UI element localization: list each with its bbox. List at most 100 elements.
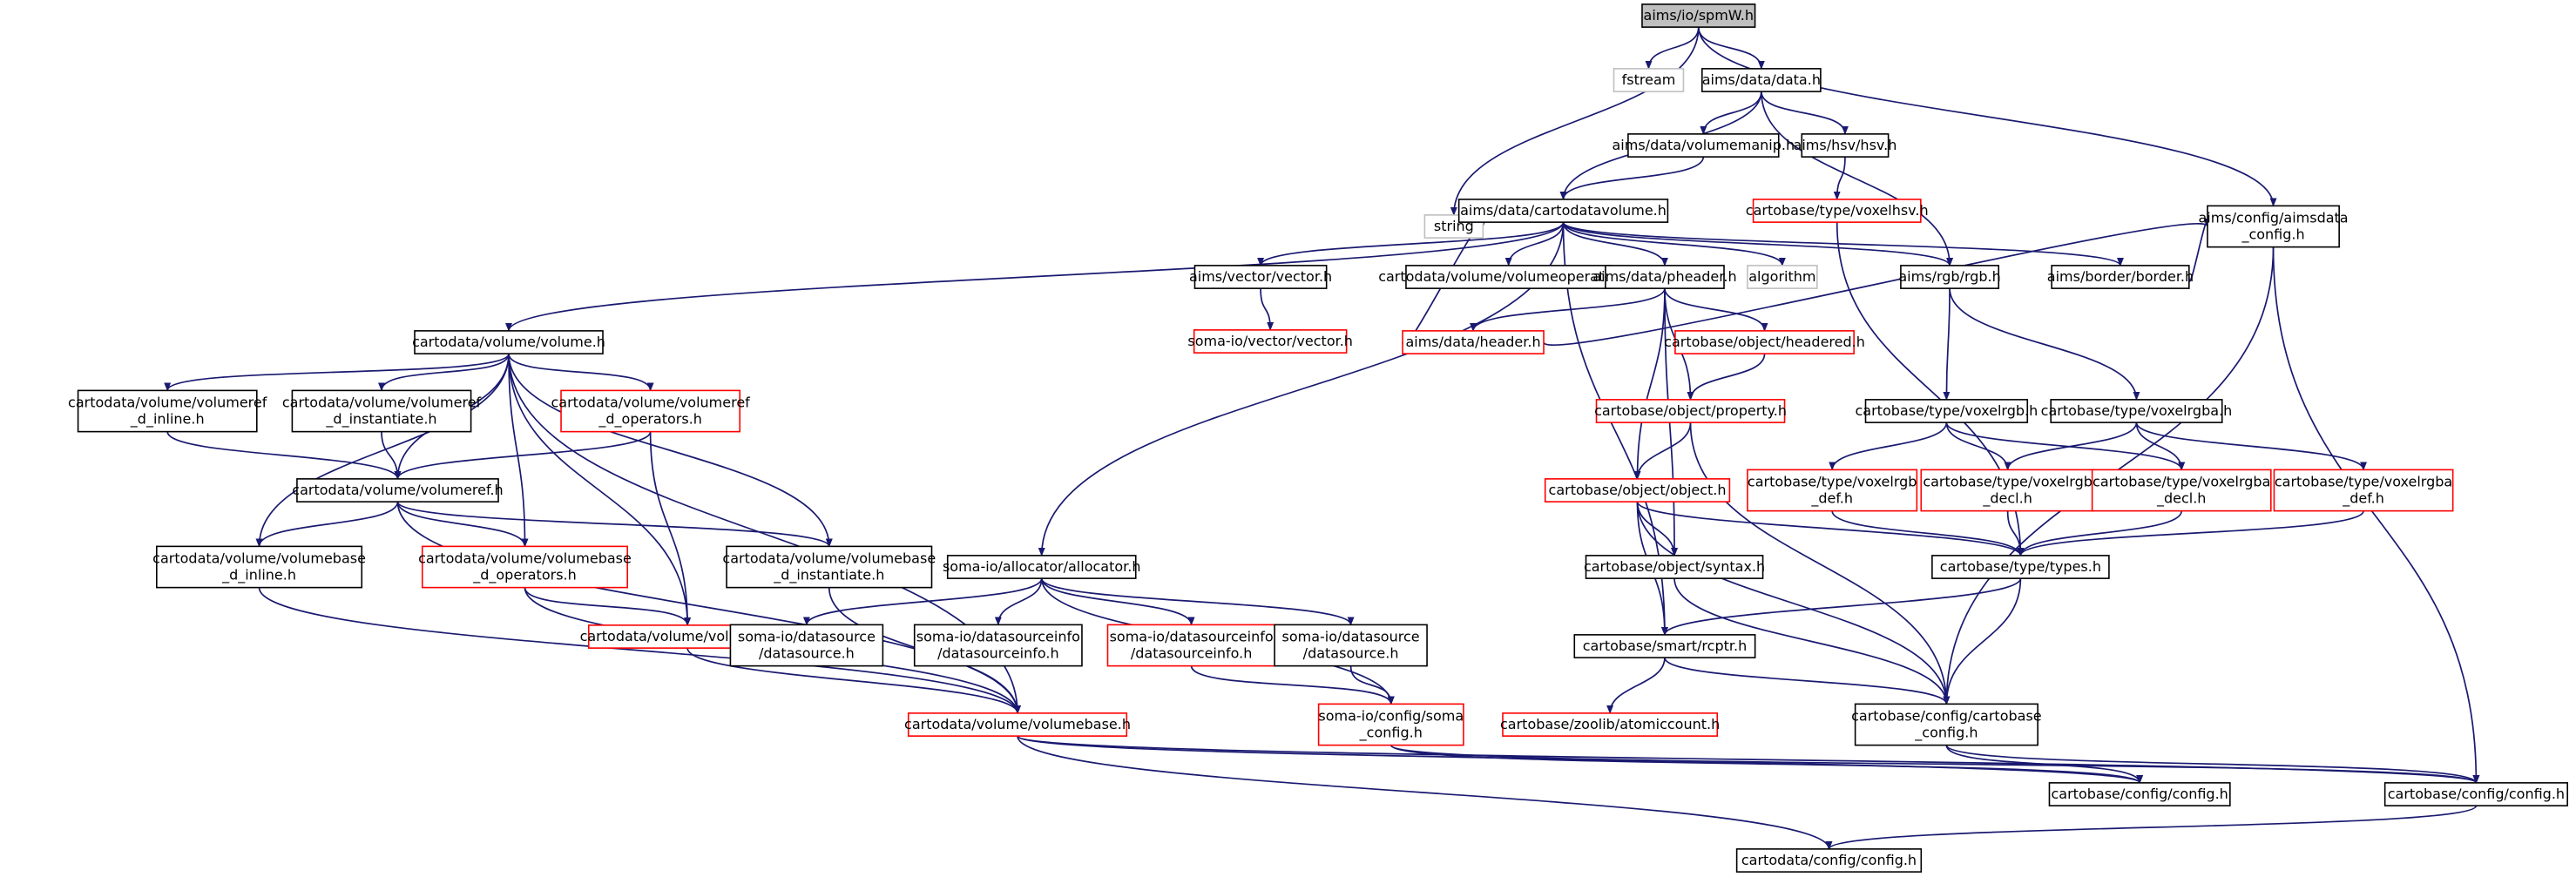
edge-volume-to-vb_operators [508,354,529,548]
edge-line [686,647,1021,714]
edge-volume-to-vr_operators [508,353,654,392]
edge-volume-to-vb_instantiate [508,354,833,548]
node-label: soma-io/datasourceinfo [1110,629,1274,645]
edge-line [1257,221,1565,266]
node-label: cartobase/object/object.h [1549,482,1727,498]
node-box [1920,469,2095,512]
edge-property-to-object [1633,422,1692,480]
node-vector[interactable]: aims/vector/vector.h [1189,265,1332,289]
node-volume[interactable]: cartodata/volume/volume.h [412,330,605,354]
node-property[interactable]: cartobase/object/property.h [1594,399,1787,423]
node-label: _d_operators.h [472,567,577,584]
edge-line [2135,422,2186,471]
node-box [1613,68,1685,92]
node-volumeref[interactable]: cartodata/volume/volumeref.h [292,478,504,503]
node-voxelrgb[interactable]: cartobase/type/voxelrgb.h [1855,399,2038,423]
node-volumemanip[interactable]: aims/data/volumemanip.h [1613,133,1795,158]
edge-line [1349,665,1395,705]
edge-vb_operators-to-volumeutil [524,587,692,626]
node-data[interactable]: aims/data/data.h [1701,68,1822,92]
node-label: cartobase/type/types.h [1940,558,2101,575]
edge-cartodatavolume-to-border [1562,221,2124,266]
edge-line [255,501,399,548]
node-dsi_info_r[interactable]: soma-io/datasourceinfo/datasourceinfo.h [1106,624,1276,667]
node-box [1402,330,1545,354]
node-vb_operators[interactable]: cartodata/volume/volumebase_d_operators.… [418,545,632,589]
edge-hsv-to-voxelhsv [1833,157,1846,200]
edge-volumemanip-to-cartodatavolume [1559,156,1705,200]
edge-vb_inline-to-volumebase [258,587,1021,714]
node-rcptr[interactable]: cartobase/smart/rcptr.h [1573,634,1756,658]
node-box [1931,555,2110,579]
node-cbconfig[interactable]: cartobase/config/cartobase_config.h [1851,703,2042,746]
node-aimsdataconfig[interactable]: aims/config/aimsdata_config.h [2198,205,2349,248]
node-label: cartodata/volume/volumeref [68,395,267,411]
node-vb_instantiate[interactable]: cartodata/volume/volumebase_d_instantiat… [722,545,936,589]
node-label: cartodata/config/config.h [1741,852,1917,868]
node-label: cartobase/type/voxelrgba [2093,474,2270,490]
node-cartodatavolume[interactable]: aims/data/cartodatavolume.h [1457,199,1669,223]
node-box [726,545,933,589]
node-box [1502,712,1719,737]
node-algorithm[interactable]: algorithm [1747,265,1818,289]
edge-line [1562,221,1668,266]
node-atomiccount[interactable]: cartobase/zoolib/atomiccount.h [1500,712,1720,737]
node-border[interactable]: aims/border/border.h [2047,265,2194,289]
node-ds_datasource2[interactable]: soma-io/datasource/datasource.h [1274,624,1428,667]
node-vr_instantiate[interactable]: cartodata/volume/volumeref_d_instantiate… [282,389,482,433]
edge-volumebase-to-cdconfig [1017,735,1833,850]
node-voxelrgba_def[interactable]: cartobase/type/voxelrgba_def.h [2273,469,2454,512]
node-volumebase[interactable]: cartodata/volume/volumebase.h [904,712,1131,737]
node-header[interactable]: aims/data/header.h [1402,330,1545,354]
edge-voxelrgba_decl-to-types [2017,510,2183,557]
node-hsv[interactable]: aims/hsv/hsv.h [1794,133,1897,158]
node-types[interactable]: cartobase/type/types.h [1931,555,2110,579]
node-rgb[interactable]: aims/rgb/rgb.h [1898,265,2001,289]
node-voxelrgb_decl[interactable]: cartobase/type/voxelrgb_decl.h [1920,469,2095,512]
node-label: _d_instantiate.h [325,411,436,428]
node-ds_datasource[interactable]: soma-io/datasource/datasource.h [729,624,884,667]
node-config2[interactable]: cartobase/config/config.h [2383,782,2568,806]
node-label: soma-io/datasource [738,629,876,645]
node-label: cartobase/config/cartobase [1851,708,2042,725]
node-object[interactable]: cartobase/object/object.h [1544,478,1731,503]
node-spmw[interactable]: aims/io/spmW.h [1641,3,1756,28]
node-somavector[interactable]: soma-io/vector/vector.h [1187,329,1353,354]
edge-line [1833,157,1846,200]
node-voxelrgba_decl[interactable]: cartobase/type/voxelrgba_decl.h [2091,469,2272,512]
edge-line [2004,422,2138,471]
node-vr_inline[interactable]: cartodata/volume/volumeref_d_inline.h [68,389,267,433]
node-box [2051,265,2190,289]
node-syntax[interactable]: cartobase/object/syntax.h [1584,555,1765,579]
node-label: soma-io/datasourceinfo [916,629,1080,645]
node-somaconfig[interactable]: soma-io/config/soma_config.h [1317,703,1464,746]
node-cdconfig[interactable]: cartodata/config/config.h [1735,848,1923,873]
edge-data-to-hsv [1761,91,1849,135]
edge-volumeutil-to-volumebase [686,647,1021,714]
node-label: aims/hsv/hsv.h [1794,137,1897,153]
node-label: aims/config/aimsdata [2198,210,2348,226]
node-vb_inline[interactable]: cartodata/volume/volumebase_d_inline.h [152,545,366,589]
edge-line [378,353,510,392]
node-headered[interactable]: cartobase/object/headered.h [1664,330,1865,354]
node-vr_operators[interactable]: cartodata/volume/volumeref_d_operators.h [551,389,750,433]
node-label: cartobase/object/property.h [1594,402,1787,419]
edge-line [396,501,833,548]
node-box [421,545,629,589]
edge-object-to-types [1636,501,2025,557]
edge-line [1664,287,1768,332]
node-voxelrgba[interactable]: cartobase/type/voxelrgba.h [2041,399,2233,423]
node-pheader[interactable]: aims/data/pheader.h [1592,265,1737,289]
node-box [1864,399,2029,423]
edge-line [1389,744,2480,784]
edge-config2-to-cdconfig [1825,805,2478,850]
node-allocator[interactable]: soma-io/allocator/allocator.h [943,555,1141,579]
node-config1[interactable]: cartobase/config/config.h [2048,782,2231,806]
node-dsi_info[interactable]: soma-io/datasourceinfo/datasourceinfo.h [913,624,1083,667]
node-label: cartobase/object/headered.h [1664,334,1865,350]
node-fstream[interactable]: fstream [1613,68,1685,92]
node-label: /datasourceinfo.h [937,645,1059,662]
node-voxelrgb_def[interactable]: cartobase/type/voxelrgb_def.h [1747,469,1918,512]
node-voxelhsv[interactable]: cartobase/type/voxelhsv.h [1746,199,1929,223]
node-volumeoperators[interactable]: cartodata/volume/volumeoperators.h [1378,265,1639,289]
